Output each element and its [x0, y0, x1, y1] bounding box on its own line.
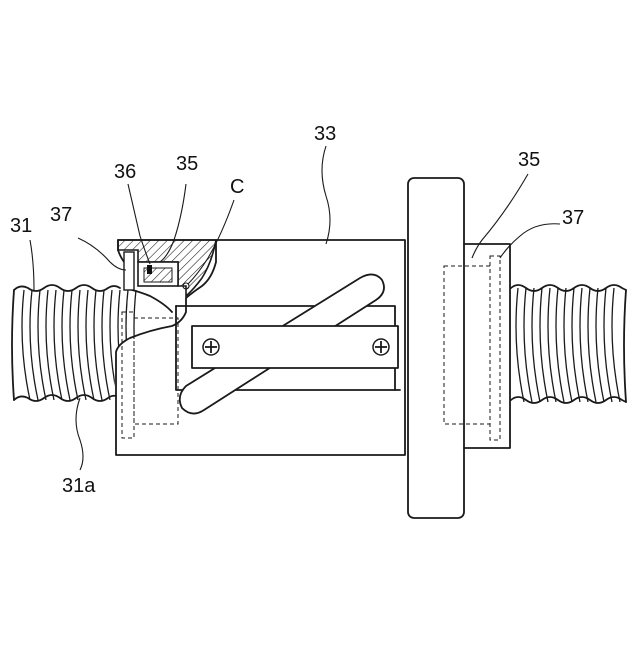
label-c: C — [230, 176, 244, 198]
nut-flange — [408, 178, 464, 518]
leader-lines — [30, 146, 560, 470]
label-36: 36 — [114, 161, 136, 183]
label-37-right: 37 — [562, 207, 584, 229]
reference-labels: 31 37 36 35 C 33 35 37 31a — [10, 123, 584, 497]
label-35-left: 35 — [176, 153, 198, 175]
retaining-plate — [192, 326, 398, 368]
screw-shaft-right — [511, 285, 626, 403]
label-31a: 31a — [62, 475, 96, 497]
label-37-left: 37 — [50, 204, 72, 226]
label-31: 31 — [10, 215, 32, 237]
label-35-right: 35 — [518, 149, 540, 171]
label-33: 33 — [314, 123, 336, 145]
